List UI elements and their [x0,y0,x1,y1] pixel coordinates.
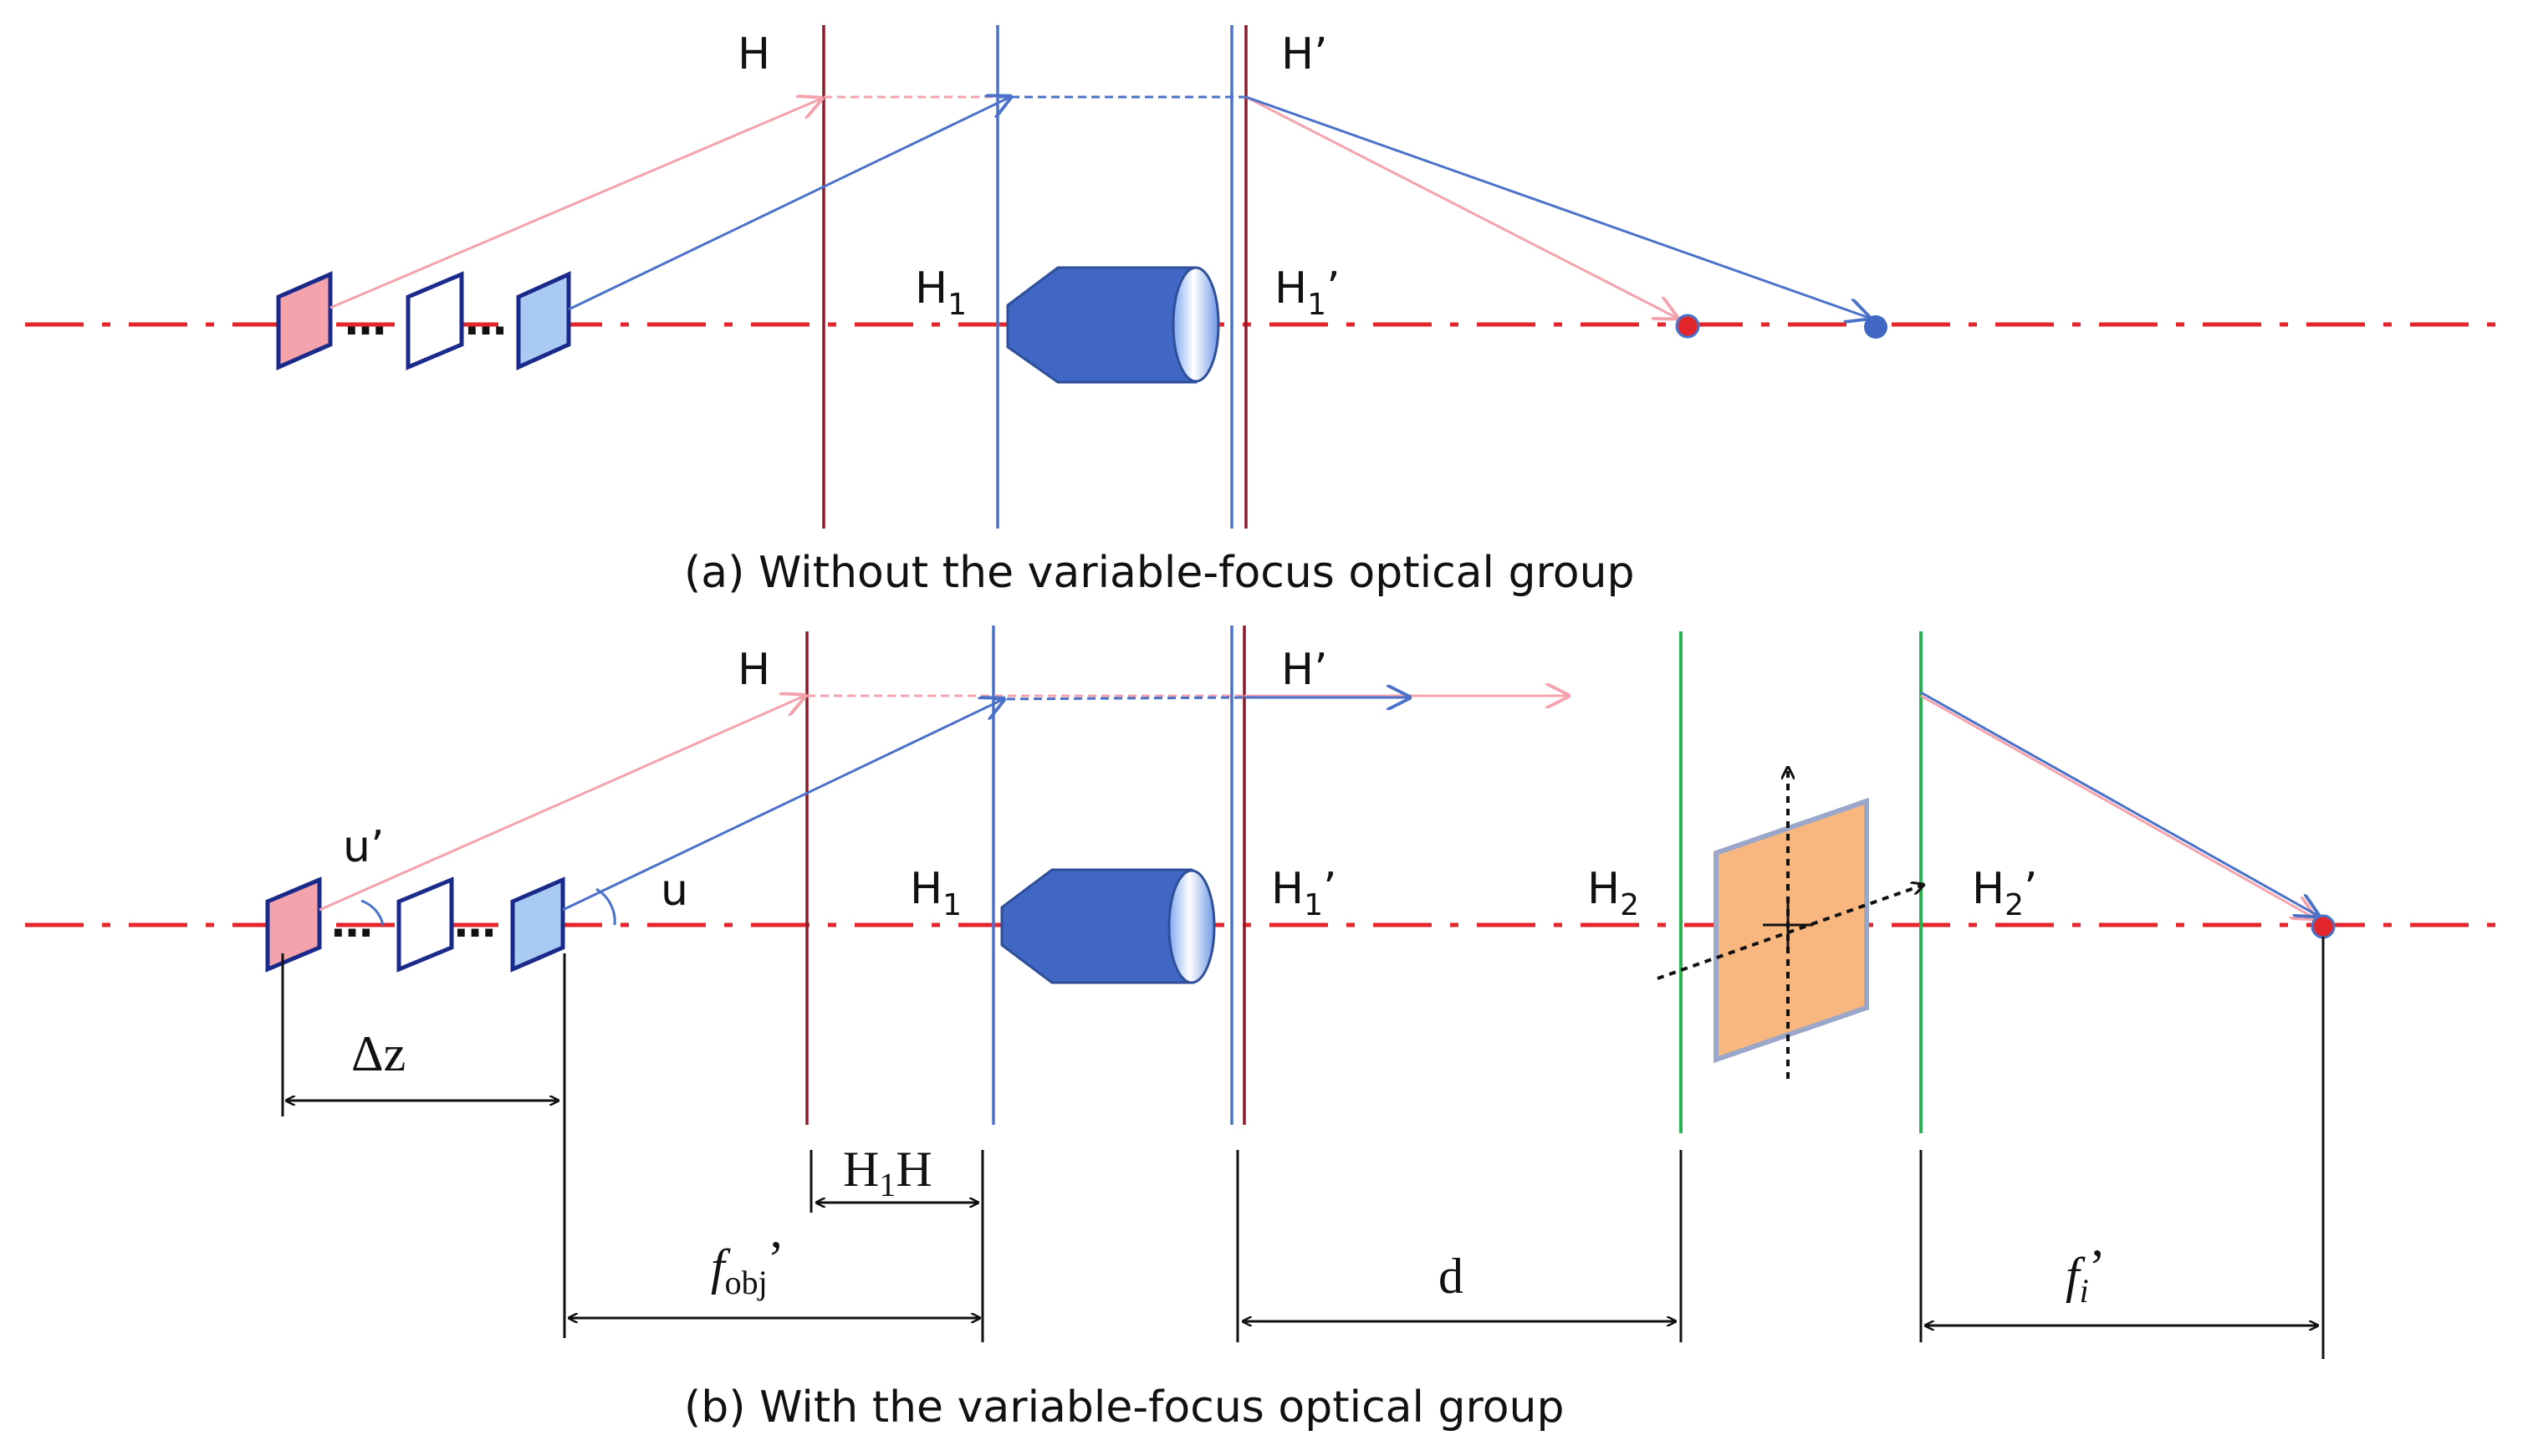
caption-b: (b) With the variable-focus optical grou… [684,1382,1565,1433]
sample-slice-pink-a [276,271,333,370]
label-fobj: fobj’ [711,1231,784,1301]
label-fi: fi’ [2066,1239,2106,1310]
pink-ray-b [319,696,2315,918]
dots-2-a: … [465,296,507,345]
dots-1-b: … [331,898,373,947]
label-H-a: H [738,29,770,79]
label-H2-b: H2 [1587,864,1639,922]
focus-point-pink-a [1675,314,1700,339]
objective-lens-icon [1006,266,1220,384]
pink-ray-a [329,97,1677,318]
variable-focus-plate-icon [1657,768,1923,1079]
angle-arc-u-prime [360,899,385,926]
sample-slice-white-a [406,271,464,370]
label-d: d [1438,1249,1463,1304]
panel-a: … … H H’ H1 H1’ (a) Without the variable… [25,25,2505,598]
label-Hprime-b: H’ [1281,645,1328,695]
label-H1prime-a: H1’ [1274,263,1341,322]
angle-arc-u [595,887,616,926]
dots-1-a: … [345,296,386,345]
focus-point-b [2311,914,2336,939]
objective-lens-icon [1000,868,1216,984]
dots-2-b: … [454,898,496,947]
label-H1H: H1H [843,1142,932,1203]
label-H2prime-b: H2’ [1972,864,2038,922]
panel-b: … … H H’ H1 H1’ H2 H2’ u’ u [25,626,2505,1433]
sample-slice-blue-b [510,876,565,973]
focus-point-blue-a [1864,315,1887,339]
label-Hprime-a: H’ [1281,29,1328,79]
label-delta-z: Δz [351,1026,406,1081]
label-u: u [661,866,688,916]
blue-ray-a [568,97,1869,318]
sample-slice-blue-a [516,271,571,370]
label-H-b: H [738,645,770,695]
sample-slice-white-b [396,876,454,973]
label-H1-b: H1 [910,864,962,922]
sample-slice-pink-b [265,876,322,973]
blue-ray-b [562,692,2318,916]
label-H1-a: H1 [915,263,967,322]
label-u-prime: u’ [343,822,385,872]
caption-a: (a) Without the variable-focus optical g… [684,548,1635,598]
label-H1prime-b: H1’ [1271,864,1337,922]
